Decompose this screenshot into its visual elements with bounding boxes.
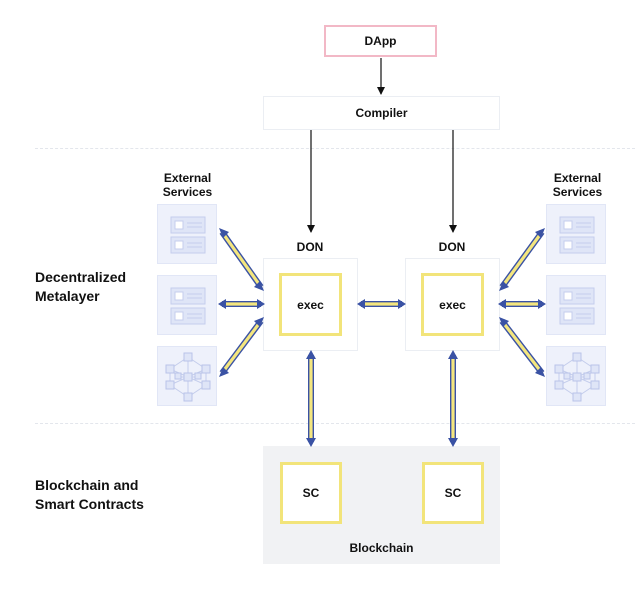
- server-icon: [559, 287, 595, 325]
- don-label-left: DON: [296, 240, 324, 254]
- blockchain-label: Blockchain: [349, 541, 414, 555]
- server-icon: [559, 216, 595, 254]
- exec-node-right[interactable]: exec: [421, 273, 484, 336]
- smart-contract-right[interactable]: SC: [422, 462, 484, 524]
- compiler-node[interactable]: Compiler: [263, 96, 500, 130]
- exec-node-left[interactable]: exec: [279, 273, 342, 336]
- network-graph-icon: [554, 352, 600, 402]
- don-label-right: DON: [438, 240, 466, 254]
- external-service-right-3[interactable]: [546, 346, 606, 406]
- external-services-label-right: External Services: [552, 171, 603, 199]
- divider-top: [35, 148, 635, 149]
- divider-bottom: [35, 423, 635, 424]
- external-service-right-1[interactable]: [546, 204, 606, 264]
- layer-label-metalayer: Decentralized Metalayer: [35, 269, 127, 304]
- smart-contract-left[interactable]: SC: [280, 462, 342, 524]
- external-services-label-left: External Services: [162, 171, 213, 199]
- server-icon: [170, 287, 206, 325]
- server-icon: [170, 216, 206, 254]
- network-graph-icon: [165, 352, 211, 402]
- external-service-right-2[interactable]: [546, 275, 606, 335]
- external-service-left-1[interactable]: [157, 204, 217, 264]
- layer-label-blockchain: Blockchain and Smart Contracts: [35, 477, 144, 512]
- external-service-left-3[interactable]: [157, 346, 217, 406]
- dapp-node[interactable]: DApp: [324, 25, 437, 57]
- external-service-left-2[interactable]: [157, 275, 217, 335]
